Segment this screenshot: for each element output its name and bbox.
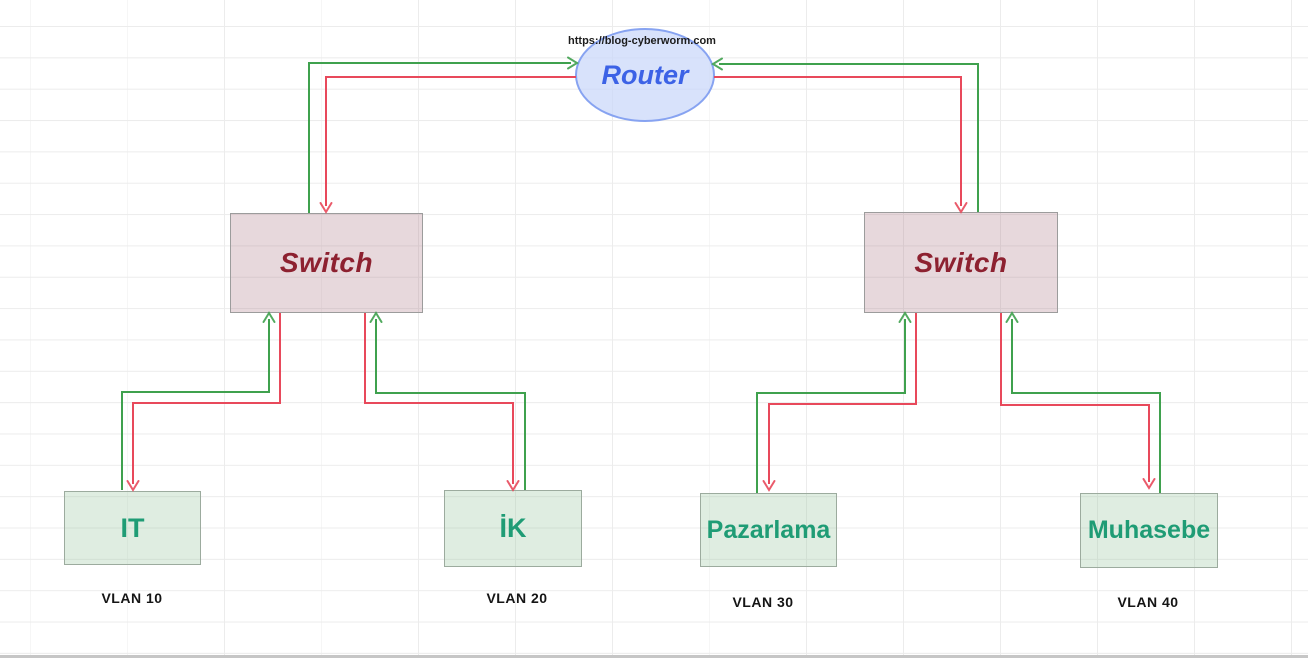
- switch-left-label: Switch: [279, 247, 374, 278]
- router-node[interactable]: Router: [575, 28, 715, 122]
- link-switchright-muhasebe-red: [1000, 313, 1150, 482]
- vlan-20-label: VLAN 20: [486, 590, 548, 606]
- vlan-10-label: VLAN 10: [101, 590, 163, 606]
- arrowhead-down-icon: [954, 202, 968, 214]
- vlan-30-label: VLAN 30: [732, 594, 794, 610]
- router-label: Router: [601, 59, 689, 90]
- watermark-url: https://blog-cyberworm.com: [568, 35, 716, 47]
- arrowhead-up-icon: [898, 311, 912, 323]
- link-router-switchright-red: [714, 76, 962, 206]
- link-switchleft-router-green: [308, 62, 571, 213]
- link-pazarlama-switchright-green: [756, 319, 906, 493]
- dept-muhasebe-node[interactable]: Muhasebe: [1080, 493, 1218, 568]
- bottom-edge-strip: [0, 655, 1308, 658]
- link-switchleft-it-red: [132, 313, 281, 484]
- link-ik-switchleft-green: [375, 319, 526, 490]
- link-switchright-router-green: [719, 63, 979, 212]
- dept-ik-label: İK: [499, 513, 527, 543]
- dept-ik-node[interactable]: İK: [444, 490, 582, 567]
- dept-it-label: IT: [120, 512, 145, 543]
- link-muhasebe-switchright-green: [1011, 319, 1161, 493]
- arrowhead-down-icon: [126, 480, 140, 492]
- arrowhead-up-icon: [369, 311, 383, 323]
- dept-it-node[interactable]: IT: [64, 491, 201, 565]
- link-switchright-pazarlama-red: [768, 313, 917, 484]
- link-switchleft-ik-red: [364, 313, 514, 484]
- arrowhead-down-icon: [1142, 478, 1156, 490]
- link-router-switchleft-red: [325, 76, 576, 206]
- arrowhead-down-icon: [506, 480, 520, 492]
- switch-left-node[interactable]: Switch: [230, 213, 423, 313]
- link-it-switchleft-green: [121, 319, 270, 490]
- dept-muhasebe-label: Muhasebe: [1087, 516, 1211, 544]
- arrowhead-up-icon: [1005, 311, 1019, 323]
- arrowhead-down-icon: [319, 202, 333, 214]
- dept-pazarlama-node[interactable]: Pazarlama: [700, 493, 837, 567]
- arrowhead-up-icon: [262, 311, 276, 323]
- dept-pazarlama-label: Pazarlama: [706, 515, 831, 544]
- vlan-40-label: VLAN 40: [1117, 594, 1179, 610]
- arrowhead-down-icon: [762, 480, 776, 492]
- switch-right-node[interactable]: Switch: [864, 212, 1058, 313]
- switch-right-label: Switch: [914, 246, 1008, 278]
